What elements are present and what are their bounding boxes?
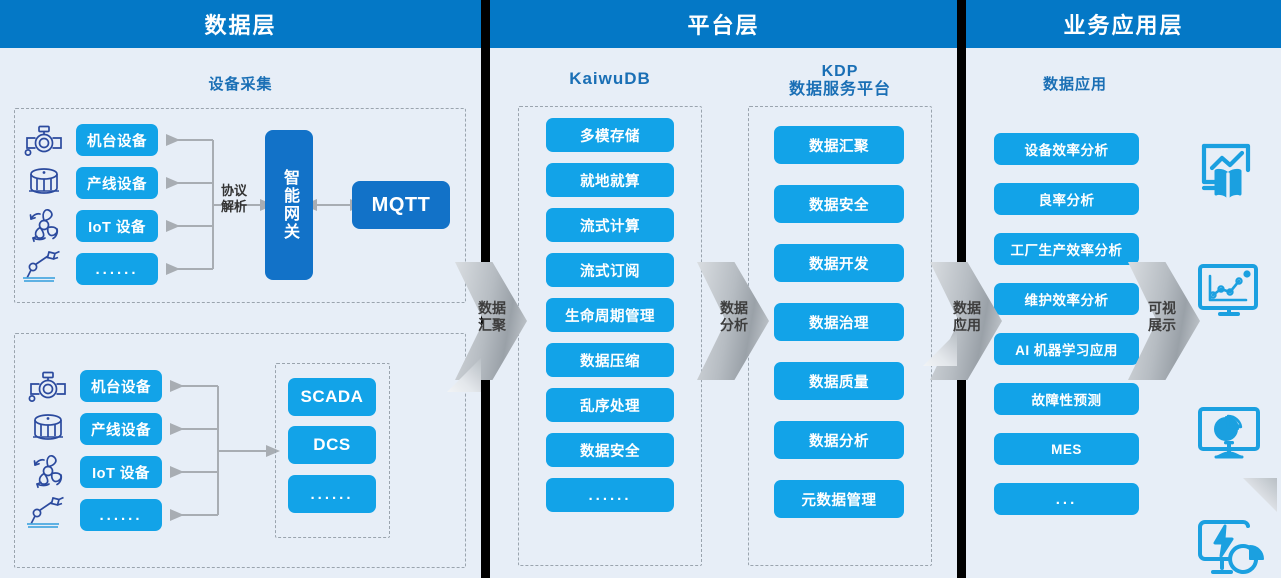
kaiwudb-item-3[interactable]: 流式订阅 <box>546 253 674 287</box>
panel-data-layer-body: 设备采集 <box>0 48 481 578</box>
panel-data-layer-header: 数据层 <box>0 0 481 48</box>
biz-item-0[interactable]: 设备效率分析 <box>994 133 1139 165</box>
kaiwudb-item-6[interactable]: 乱序处理 <box>546 388 674 422</box>
arrow-label-line2: 汇聚 <box>478 317 506 333</box>
device-group-bottom-box <box>14 333 466 568</box>
kdp-item-4[interactable]: 数据质量 <box>774 362 904 400</box>
arrow-data-aggregation-label: 数据 汇聚 <box>470 300 514 334</box>
arrow-label-line2: 应用 <box>953 317 981 333</box>
biz-item-3[interactable]: 维护效率分析 <box>994 283 1139 315</box>
energy-gauge-monitor-icon <box>1198 520 1264 574</box>
robot-arm-icon <box>27 496 64 528</box>
dashboard-book-icon <box>1201 143 1251 199</box>
arrow-label-line1: 数据 <box>953 300 981 316</box>
section-title-device-collection: 设备采集 <box>208 76 273 93</box>
kdp-item-2[interactable]: 数据开发 <box>774 244 904 282</box>
scada-pill[interactable]: SCADA <box>288 378 376 416</box>
arrow-label-line1: 可视 <box>1148 300 1176 316</box>
line-chart-monitor-icon <box>1198 264 1258 316</box>
column-title-kdp-line2: 数据服务平台 <box>788 81 891 98</box>
column-title-kdp: KDP 数据服务平台 <box>740 63 940 99</box>
protocol-parse-line1: 协议 <box>220 183 247 198</box>
device-pill-line-top[interactable]: 产线设备 <box>76 167 158 199</box>
protocol-parse-line2: 解析 <box>220 199 247 214</box>
valve-icon <box>28 371 66 402</box>
kdp-item-1[interactable]: 数据安全 <box>774 185 904 223</box>
kdp-item-5[interactable]: 数据分析 <box>774 421 904 459</box>
control-systems-box <box>275 363 390 538</box>
section-title-data-application: 数据应用 <box>1042 76 1107 93</box>
column-title-kdp-line1: KDP <box>821 63 859 80</box>
protocol-parse-label: 协议 解析 <box>212 183 256 215</box>
kaiwudb-item-1[interactable]: 就地就算 <box>546 163 674 197</box>
arrow-data-application-label: 数据 应用 <box>945 300 989 334</box>
fan-icon <box>29 209 59 243</box>
drum-sensor-icon <box>29 168 59 194</box>
device-pill-machine-top[interactable]: 机台设备 <box>76 124 158 156</box>
dcs-pill[interactable]: DCS <box>288 426 376 464</box>
device-pill-iot-bottom[interactable]: IoT 设备 <box>80 456 162 488</box>
panel-business-layer-header: 业务应用层 <box>966 0 1281 48</box>
biz-item-6[interactable]: MES <box>994 433 1139 465</box>
device-pill-more-bottom[interactable]: ...... <box>80 499 162 531</box>
kdp-item-3[interactable]: 数据治理 <box>774 303 904 341</box>
fan-icon <box>33 455 63 489</box>
kdp-item-6[interactable]: 元数据管理 <box>774 480 904 518</box>
biz-item-4[interactable]: AI 机器学习应用 <box>994 333 1139 365</box>
arrow-label-line2: 展示 <box>1148 317 1176 333</box>
kaiwudb-item-2[interactable]: 流式计算 <box>546 208 674 242</box>
panel-platform-layer: 平台层 KaiwuDB 多模存储 就地就算 流式计算 流式订阅 生命周期管理 数… <box>490 0 957 578</box>
device-pill-iot-top[interactable]: IoT 设备 <box>76 210 158 242</box>
panel-business-layer: 业务应用层 数据应用 设备效率分析 良率分析 工厂生产效率分析 维护效率分析 A… <box>966 0 1281 578</box>
device-group-top-box <box>14 108 466 303</box>
mqtt-pill[interactable]: MQTT <box>352 181 450 229</box>
panel-platform-layer-header: 平台层 <box>490 0 957 48</box>
biz-item-2[interactable]: 工厂生产效率分析 <box>994 233 1139 265</box>
pie-chart-monitor-icon <box>1198 407 1260 459</box>
panel-business-layer-body: 数据应用 设备效率分析 良率分析 工厂生产效率分析 维护效率分析 AI 机器学习… <box>966 48 1281 578</box>
kdp-item-0[interactable]: 数据汇聚 <box>774 126 904 164</box>
biz-item-5[interactable]: 故障性预测 <box>994 383 1139 415</box>
arrow-visual-presentation-label: 可视 展示 <box>1140 300 1184 334</box>
arrow-label-line1: 数据 <box>720 300 748 316</box>
panel-data-layer: 数据层 设备采集 <box>0 0 481 578</box>
arrow-data-analysis-label: 数据 分析 <box>712 300 756 334</box>
systems-more-pill[interactable]: ...... <box>288 475 376 513</box>
device-pill-more-top[interactable]: ...... <box>76 253 158 285</box>
kaiwudb-item-4[interactable]: 生命周期管理 <box>546 298 674 332</box>
biz-item-1[interactable]: 良率分析 <box>994 183 1139 215</box>
device-pill-line-bottom[interactable]: 产线设备 <box>80 413 162 445</box>
arrow-label-line2: 分析 <box>720 317 748 333</box>
smart-gateway-pill[interactable]: 智能网关 <box>265 130 313 280</box>
kaiwudb-item-0[interactable]: 多模存储 <box>546 118 674 152</box>
kaiwudb-item-7[interactable]: 数据安全 <box>546 433 674 467</box>
device-pill-machine-bottom[interactable]: 机台设备 <box>80 370 162 402</box>
kaiwudb-group-box <box>518 106 702 566</box>
kaiwudb-item-5[interactable]: 数据压缩 <box>546 343 674 377</box>
kaiwudb-item-8[interactable]: ...... <box>546 478 674 512</box>
drum-sensor-icon <box>33 414 63 440</box>
arrow-label-line1: 数据 <box>478 300 506 316</box>
panel-platform-layer-body: KaiwuDB 多模存储 就地就算 流式计算 流式订阅 生命周期管理 数据压缩 … <box>490 48 957 578</box>
column-title-kaiwudb: KaiwuDB <box>569 69 651 88</box>
biz-item-7[interactable]: ... <box>994 483 1139 515</box>
valve-icon <box>24 125 62 156</box>
robot-arm-icon <box>23 250 60 282</box>
